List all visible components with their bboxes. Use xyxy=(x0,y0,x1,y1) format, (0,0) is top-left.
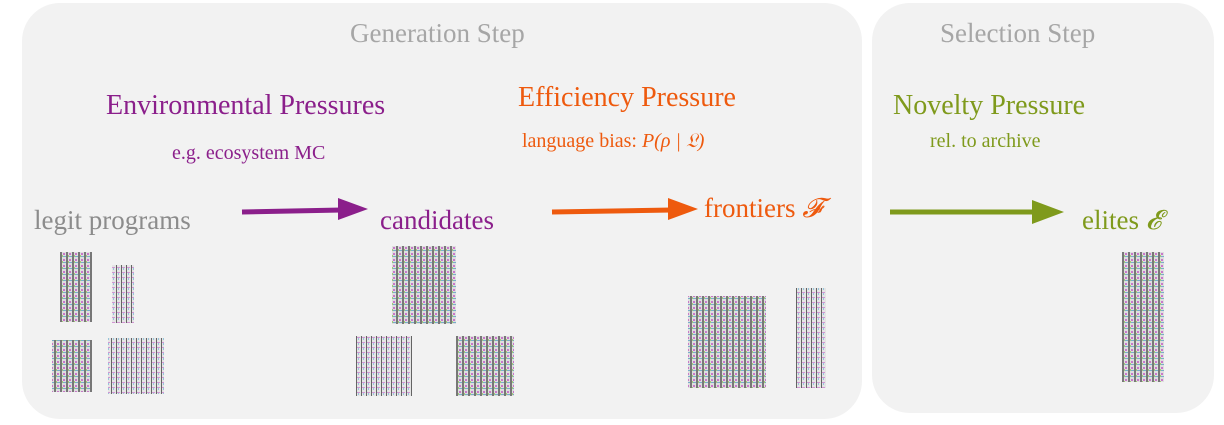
elite-program-glyph xyxy=(1122,252,1164,382)
legit-program-glyphs xyxy=(52,252,164,394)
efficiency-pressure-subtitle: language bias: P(ρ | 𝔏) xyxy=(522,130,705,152)
environmental-pressures-label: Environmental Pressures xyxy=(106,90,386,121)
efficiency-pressure-label: Efficiency Pressure xyxy=(518,82,736,113)
novelty-pressure-label: Novelty Pressure xyxy=(893,90,1086,121)
generation-step-title: Generation Step xyxy=(350,18,525,48)
candidate-program-glyphs xyxy=(356,246,514,396)
arrow-novelty xyxy=(890,200,1064,224)
environmental-pressures-example: e.g. ecosystem MC xyxy=(172,142,326,164)
elites-label: elites 𝓔 xyxy=(1082,205,1162,235)
arrow-environmental xyxy=(241,198,368,220)
selection-step-title: Selection Step xyxy=(940,18,1096,48)
candidates-label: candidates xyxy=(380,205,494,235)
elites-symbol: 𝓔 xyxy=(1145,205,1162,235)
frontiers-symbol: 𝓕 xyxy=(802,193,823,223)
language-bias-formula: P(ρ | 𝔏) xyxy=(641,130,705,152)
legit-programs-label: legit programs xyxy=(34,205,191,235)
frontiers-label: frontiers 𝓕 xyxy=(704,193,823,223)
frontier-program-glyphs xyxy=(688,288,826,388)
novelty-pressure-subtitle: rel. to archive xyxy=(930,130,1041,152)
arrow-efficiency xyxy=(551,198,698,220)
